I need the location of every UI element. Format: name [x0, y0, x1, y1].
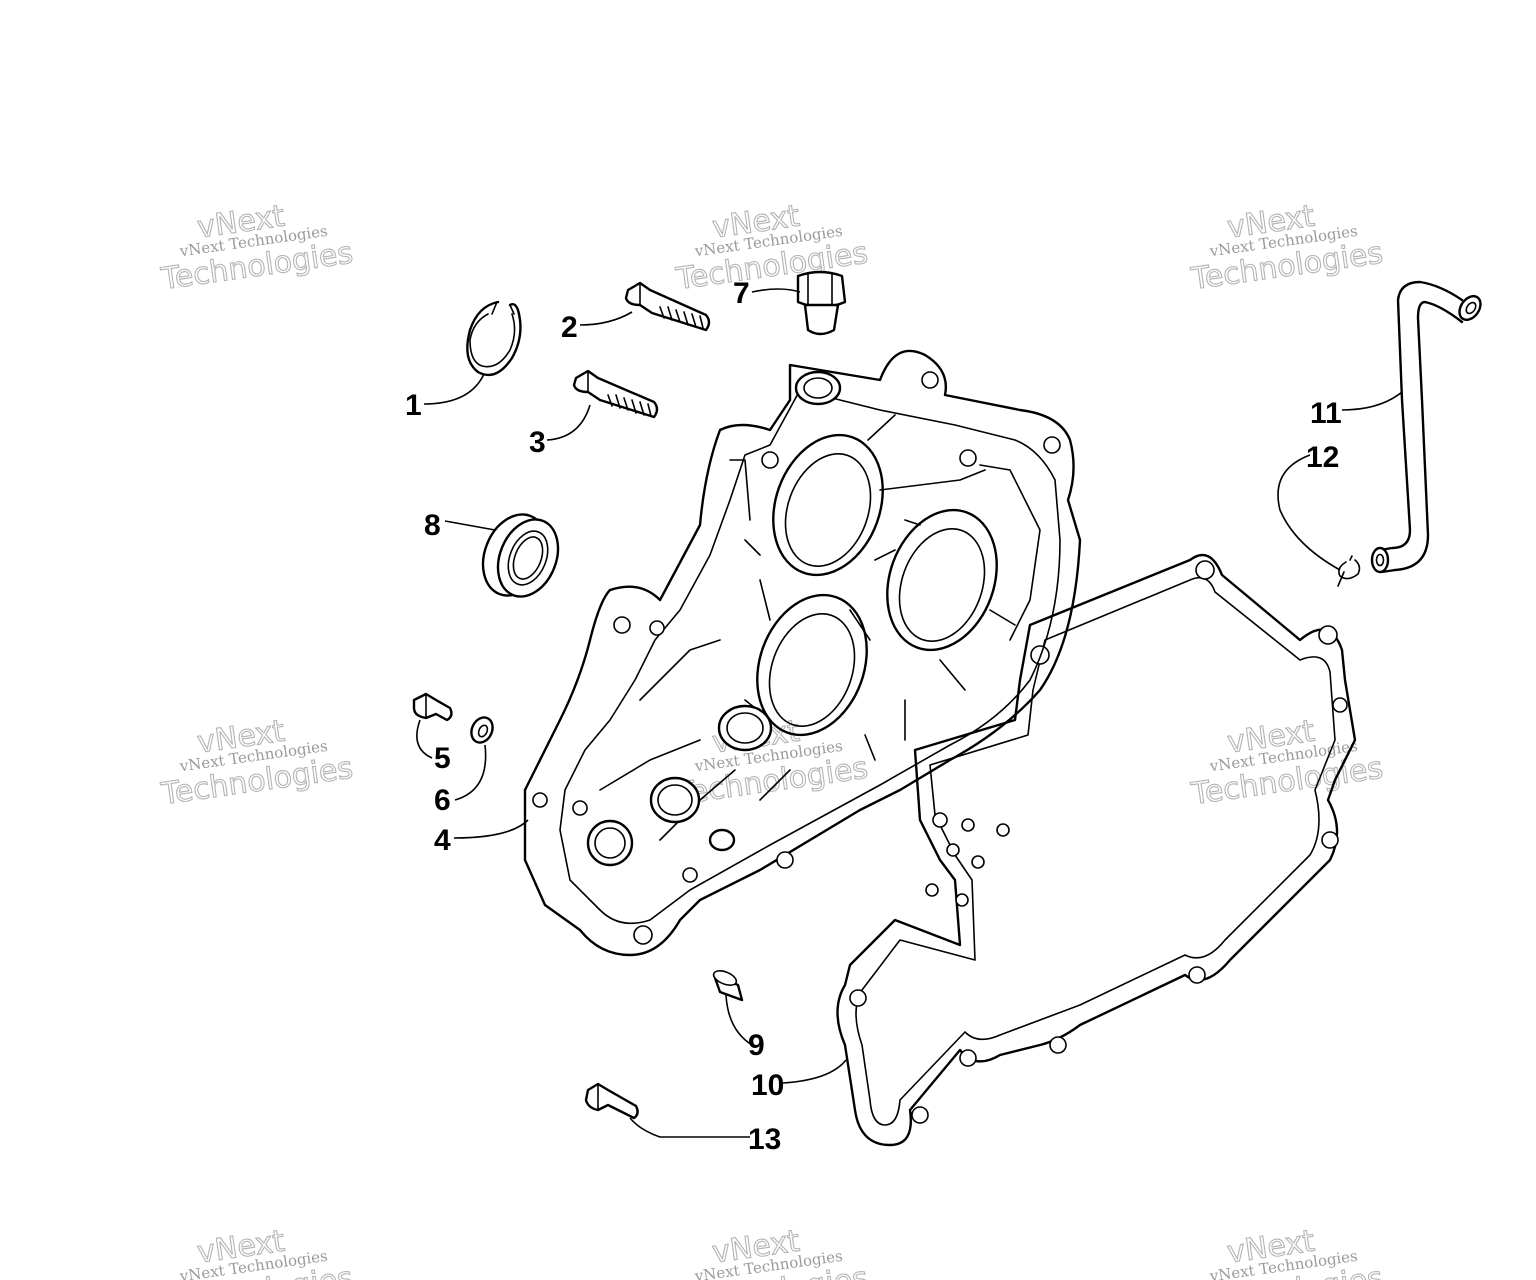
callout-12: 12	[1306, 441, 1339, 474]
part-12-clamp	[1337, 555, 1361, 587]
part-3-bolt	[572, 369, 659, 419]
part-5-screw	[412, 692, 453, 722]
callout-11: 11	[1310, 397, 1342, 430]
callout-2: 2	[561, 311, 578, 344]
callout-4: 4	[434, 824, 451, 857]
watermark-bottom-left: vNext vNext Technologies Technologies	[158, 1223, 356, 1280]
callout-5: 5	[434, 742, 451, 775]
part-9-dowel	[712, 970, 744, 1002]
leader-lines	[416, 288, 1403, 1138]
watermark-mid-left: vNext vNext Technologies Technologies	[158, 713, 356, 813]
part-2-bolt	[624, 281, 711, 332]
part-10-gasket	[836, 553, 1357, 1147]
part-6-washer	[470, 716, 494, 744]
callout-9: 9	[748, 1029, 765, 1062]
callout-8: 8	[424, 509, 441, 542]
callout-13: 13	[748, 1123, 781, 1156]
callout-10: 10	[751, 1069, 784, 1102]
watermark-bottom-right: vNext vNext Technologies Technologies	[1188, 1223, 1386, 1280]
watermark-top-right: vNext vNext Technologies Technologies	[1188, 198, 1386, 298]
watermark-top-center: vNext vNext Technologies Technologies	[673, 198, 871, 298]
callout-3: 3	[529, 426, 546, 459]
watermark-bottom-center: vNext vNext Technologies Technologies	[673, 1223, 871, 1280]
part-7-drain-plug	[796, 270, 847, 336]
callout-7: 7	[733, 277, 750, 310]
callout-numbers: 1 2 3 4 5 6 7 8 9 10 11 12 13	[405, 277, 1342, 1156]
part-11-hose	[1370, 280, 1482, 574]
callout-6: 6	[434, 784, 451, 817]
callout-1: 1	[405, 389, 422, 422]
part-4-cover	[523, 349, 1082, 957]
watermark-top-left: vNext vNext Technologies Technologies	[158, 198, 356, 298]
part-13-bolt	[584, 1082, 639, 1120]
watermark-mid-right: vNext vNext Technologies Technologies	[1188, 713, 1386, 813]
part-8-oil-seal	[481, 513, 560, 598]
part-1-retaining-ring	[466, 300, 522, 377]
